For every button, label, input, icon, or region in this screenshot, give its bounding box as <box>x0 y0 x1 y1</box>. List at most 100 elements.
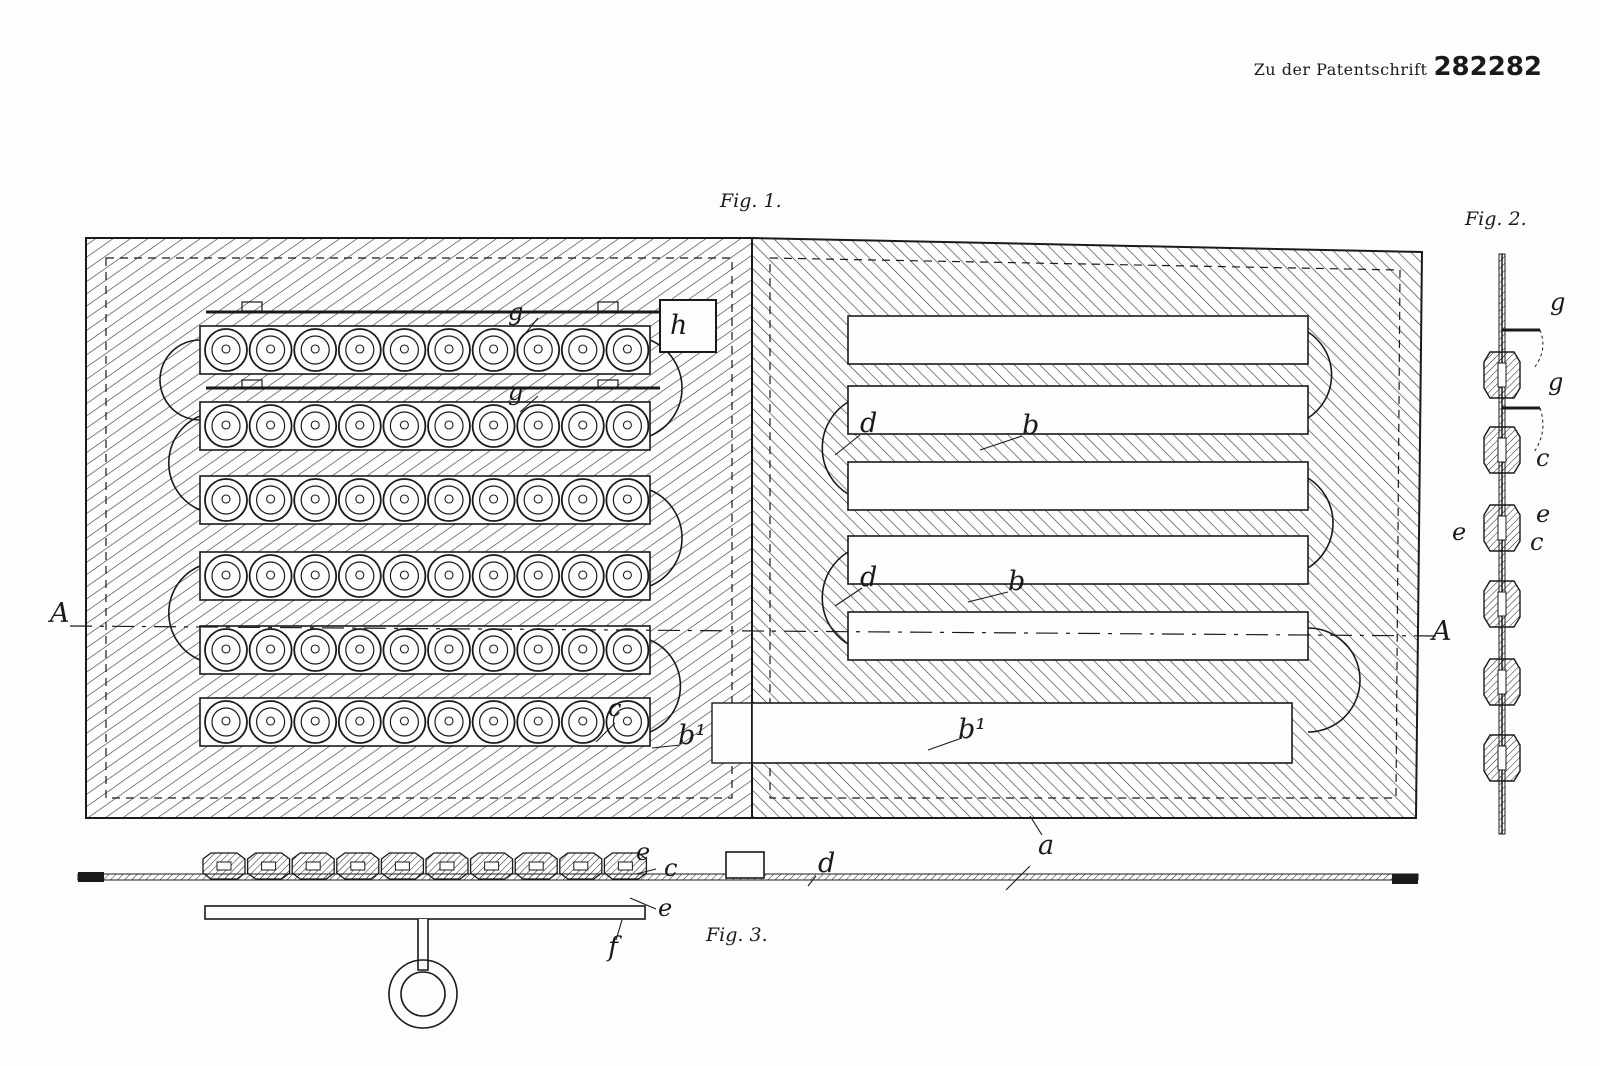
fig3-element-core <box>216 861 232 871</box>
element-ring <box>337 700 382 744</box>
element-core <box>533 570 543 580</box>
element-ring <box>293 404 338 448</box>
element-core <box>399 494 409 504</box>
element-inner <box>434 635 464 665</box>
element-inner <box>612 561 643 591</box>
element-ring <box>427 628 471 672</box>
fig3-element-core <box>528 861 544 871</box>
element-inner <box>568 561 598 591</box>
element-ring <box>427 404 471 448</box>
element-core <box>266 644 276 654</box>
element-ring <box>516 328 561 372</box>
element-inner <box>568 335 598 365</box>
element-core <box>622 494 632 504</box>
element-ring <box>427 478 471 522</box>
element-inner <box>568 635 598 665</box>
label-g-2: g <box>508 378 524 406</box>
channel-bend <box>821 551 849 645</box>
element-core <box>489 344 499 354</box>
element-ring <box>337 478 382 522</box>
element-core <box>444 716 454 726</box>
element-inner <box>211 635 241 665</box>
element-inner <box>612 707 643 737</box>
channel-bend <box>649 639 682 733</box>
element-core <box>533 494 543 504</box>
element-inner <box>523 635 553 665</box>
element-inner <box>211 707 241 737</box>
fig1-left-panel <box>85 237 753 819</box>
element-ring <box>248 554 293 598</box>
element-core <box>221 716 231 726</box>
element-ring <box>427 328 471 372</box>
element-ring <box>293 328 338 372</box>
element-ring <box>293 554 338 598</box>
element-inner <box>479 335 509 365</box>
element-core <box>489 494 499 504</box>
element-inner <box>479 707 509 737</box>
element-core <box>399 420 409 430</box>
label-d-1: d <box>860 408 878 439</box>
channel-bend <box>1307 477 1334 569</box>
element-ring <box>337 628 382 672</box>
element-inner <box>434 485 464 515</box>
element-inner <box>568 707 598 737</box>
element-inner <box>345 561 375 591</box>
element-ring <box>471 478 516 522</box>
element-ring <box>471 700 516 744</box>
element-inner <box>389 485 419 515</box>
label-e-fig3-top: e <box>636 838 651 866</box>
fig3-element-core <box>350 861 366 871</box>
element-core <box>578 570 588 580</box>
element-ring <box>382 478 427 522</box>
channel-slot <box>847 461 1309 511</box>
label-g-fig2-1: g <box>1550 288 1566 316</box>
channel-slot <box>847 611 1309 661</box>
channel-bend <box>1307 627 1361 733</box>
element-core <box>221 644 231 654</box>
fig3-element-core <box>617 861 633 871</box>
element-ring <box>382 404 427 448</box>
element-inner <box>256 411 286 441</box>
element-inner <box>434 707 464 737</box>
element-inner <box>300 485 330 515</box>
element-core <box>489 716 499 726</box>
element-inner <box>256 635 286 665</box>
element-ring <box>471 554 516 598</box>
label-b-2: b <box>1008 566 1026 597</box>
element-ring <box>248 628 293 672</box>
element-core <box>221 420 231 430</box>
element-ring <box>248 404 293 448</box>
fig2-element-core <box>1497 515 1507 541</box>
element-core <box>355 420 365 430</box>
label-A-left: A <box>50 598 70 629</box>
element-core <box>310 420 320 430</box>
element-inner <box>612 485 643 515</box>
element-inner <box>300 335 330 365</box>
element-core <box>489 644 499 654</box>
element-core <box>399 570 409 580</box>
element-inner <box>256 335 286 365</box>
element-core <box>578 716 588 726</box>
element-core <box>355 494 365 504</box>
header-prefix: Zu der Patentschrift <box>1253 60 1428 79</box>
element-inner <box>479 485 509 515</box>
channel-bend <box>1307 331 1333 419</box>
channel-slot <box>847 535 1309 585</box>
fig2-element-core <box>1497 362 1507 388</box>
element-inner <box>523 335 553 365</box>
element-core <box>266 570 276 580</box>
element-ring <box>605 554 650 598</box>
element-ring <box>560 328 605 372</box>
element-core <box>310 570 320 580</box>
channel-slot <box>847 315 1309 365</box>
fig2-element-core <box>1497 437 1507 463</box>
element-core <box>444 494 454 504</box>
element-inner <box>434 335 464 365</box>
element-core <box>489 420 499 430</box>
label-h: h <box>670 310 688 341</box>
element-core <box>399 644 409 654</box>
fig2-element-core <box>1497 669 1507 695</box>
element-ring <box>293 478 338 522</box>
element-core <box>355 644 365 654</box>
caption-fig2: Fig. 2. <box>1465 208 1527 230</box>
